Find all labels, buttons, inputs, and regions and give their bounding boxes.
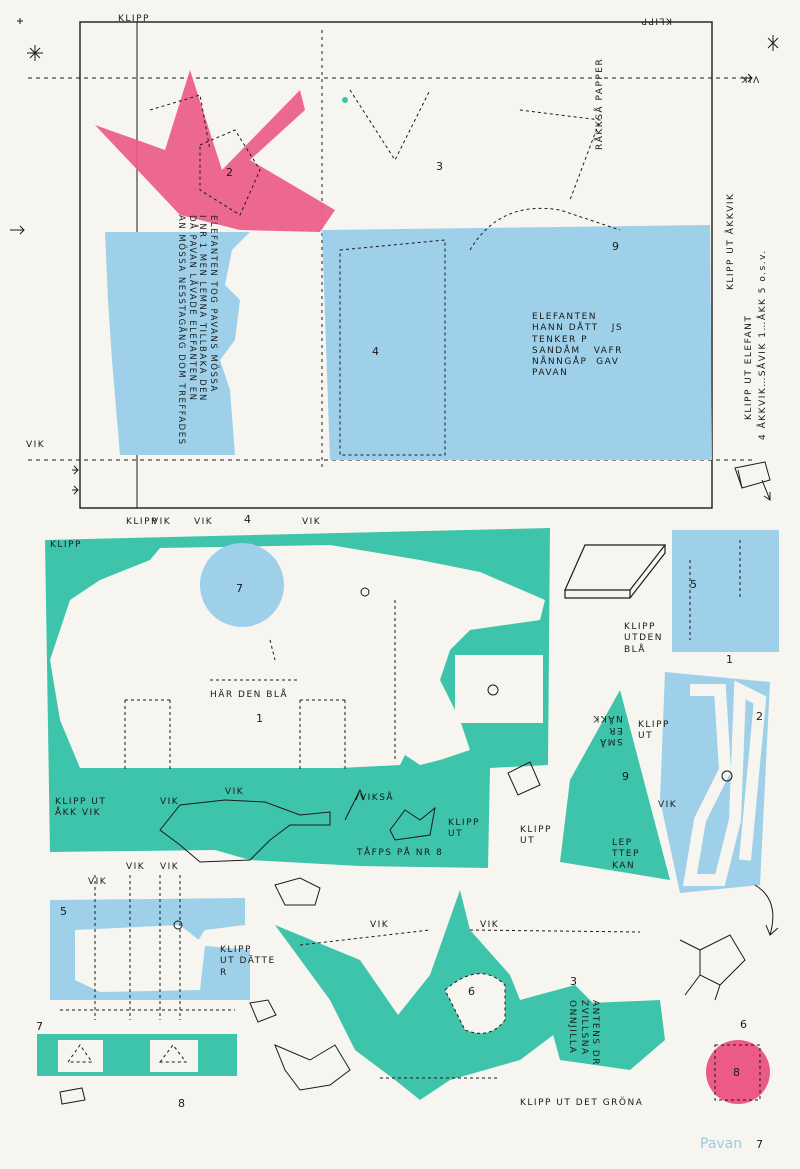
vik-bottom-5: VIK [480,920,500,930]
vik-right-label: VIK [658,800,678,810]
piece-4-label: 4 [372,345,379,358]
piece-1-label: 1 [256,712,263,725]
center-story-text: ELEFANTEN HANN DÅTT JS TENKER P SANDÅM V… [532,312,624,379]
har-den-bla-label: HÄR DEN BLÅ [210,690,289,700]
klipp-top-left: KLIPP [118,14,150,24]
figure-sketch [679,884,779,1001]
small-white-piece [455,655,543,723]
piece-6-pink-label: 6 [740,1018,747,1031]
klipp-ut-small-label: KLIPP UT [448,818,480,840]
vik-green-b: VIK [194,517,214,527]
tafps-label: TÅFPS PÅ NR 8 [357,848,444,858]
rakksa-papper-label: RÅKKSÅ PAPPER [595,57,605,150]
green-piece-9 [560,690,670,880]
klipp-ut-datte-label: KLIPP UT DÄTTE R [220,945,276,978]
piece-3-bottom-label: 3 [570,975,577,988]
vik-label-left: VIK [26,440,46,450]
piece-6-label: 6 [468,985,475,998]
signature-number: 7 [756,1138,763,1151]
antens-text: ANTENS DR ZVILLSNA ONNJILLA [567,1000,601,1067]
piece-1-right-label: 1 [726,653,733,666]
piece-5-bottom-label: 5 [60,905,67,918]
vik-green-c: VIK [302,517,322,527]
pink-circle-piece [706,1040,770,1104]
piece-2-label: 2 [226,166,233,179]
klipp-top-right: KLIPP [640,15,672,26]
small-box-sketch [734,461,771,489]
piece-7-label: 7 [236,582,243,595]
lepp-text: LEP TTEP KAN [612,838,640,871]
klipp-ut-right-label: KLIPP UT [638,720,670,742]
blue-circle-piece [200,543,284,627]
klipp-ut-akkvik-label: KLIPP UT ÅKK VIK [55,797,107,819]
blue-elephant-shape [105,232,250,455]
pink-star-shape [95,70,335,232]
bird-sketch [274,1044,351,1091]
piece-3-label: 3 [436,160,443,173]
klipp-ut-grona-label: KLIPP UT DET GRÖNA [520,1098,644,1108]
klipp-ut-den-bla-label: KLIPP UTDEN BLÅ [624,622,663,655]
blue-piece-5 [672,530,779,652]
vik-bottom-3: VIK [160,862,180,872]
side-text-klipp-elefant: KLIPP UT ELEFANT [744,314,754,420]
side-text-klipp-akkvik: KLIPP UT ÅKKVIK [726,192,736,290]
piece-7-bottom-label: 7 [36,1020,43,1033]
vik-green-a: VIK [152,517,172,527]
artist-signature: Pavan [700,1136,743,1152]
small-elephant-sketch [274,877,321,906]
story-text: ELEFANTEN TOG PAVANS MÖSSA I NR 1 MEN LE… [176,215,218,446]
white-elephant-cutout [50,545,545,768]
piece-9-label: 9 [612,240,619,253]
viksa-label: VIKSÅ [360,793,395,803]
piece-8-label: 8 [178,1097,185,1110]
vik-bottom-4: VIK [370,920,390,930]
vik-bottom-2: VIK [126,862,146,872]
vik-bottom-1: VIK [88,877,108,887]
small-box-sketch-2 [507,761,541,796]
vik-green-d: VIK [160,797,180,807]
vik-green-e: VIK [225,787,245,797]
blue-rectangle-shape [322,225,712,460]
klipp-vik-top: KLIPP [126,517,158,527]
green-star-shape [275,890,600,1100]
piece-8-pink-label: 8 [733,1066,740,1079]
side-text-akkvik-savik: 4 ÅKKVIK…SÅVIK 1…ÅKK 5 o.s.v. [758,249,768,440]
piece-9-right-label: 9 [622,770,629,783]
klipp-ut-right-b-label: KLIPP UT [520,825,552,847]
piece-5-label: 5 [690,578,697,591]
tray-sketch [564,544,667,599]
klipp-green-left: KLIPP [50,540,82,550]
elephant-sketch [159,788,436,863]
vik-top-right: VIK [740,73,760,84]
piece-2-right-label: 2 [756,710,763,723]
sma-text: SMÅ ER NÅKK [592,713,623,746]
piece-4-green-label: 4 [244,513,251,526]
